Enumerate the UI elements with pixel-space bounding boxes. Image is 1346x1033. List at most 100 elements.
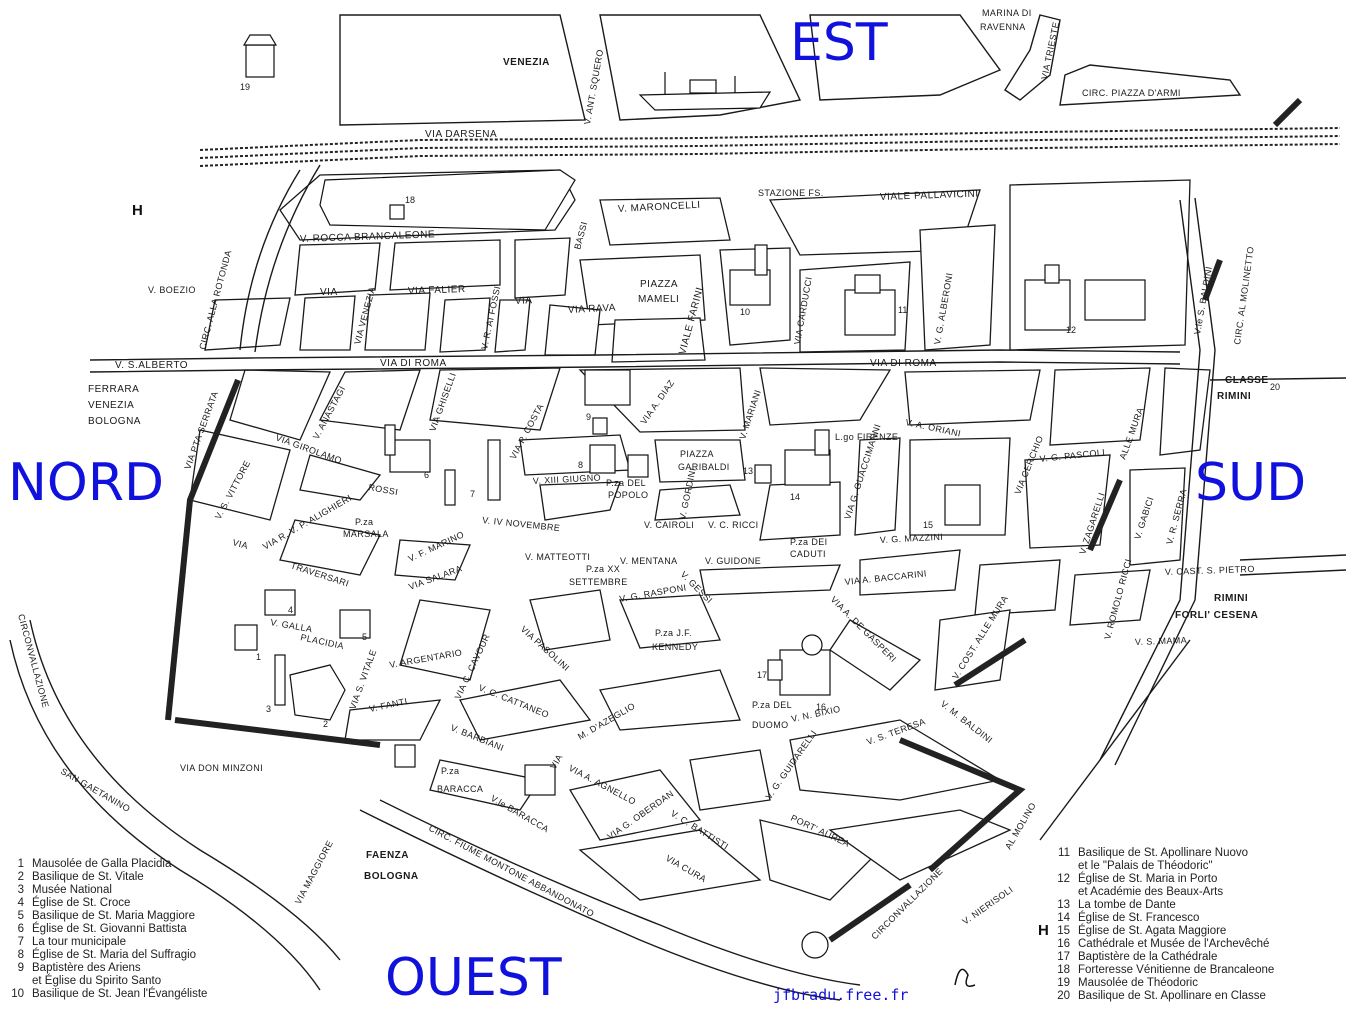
street-label: SAN GAETANINO bbox=[59, 766, 132, 814]
street-label: V. CAIROLI bbox=[644, 520, 694, 530]
street-label: STAZIONE FS. bbox=[758, 188, 824, 198]
monument-number: 20 bbox=[1270, 382, 1280, 392]
street-label: V.le S. BALDINI bbox=[1192, 265, 1214, 335]
direction-label: FAENZA bbox=[366, 850, 409, 861]
direction-label: BOLOGNA bbox=[88, 416, 141, 427]
street-label: V. MATTEOTTI bbox=[525, 552, 590, 562]
monument-8 bbox=[589, 444, 649, 478]
street-label: VIA DARSENA bbox=[425, 129, 497, 140]
site-credit: jfbradu.free.fr bbox=[773, 986, 909, 1004]
monument-2 bbox=[289, 664, 346, 721]
monument-12 bbox=[1024, 264, 1146, 331]
railway bbox=[199, 127, 1341, 167]
monument-number: 3 bbox=[266, 704, 271, 714]
street-label: POPOLO bbox=[608, 490, 648, 500]
street-label: V. ANT. SQUERO bbox=[582, 48, 605, 125]
street-label: VIA bbox=[231, 537, 249, 551]
street-label: V. MARONCELLI bbox=[618, 200, 701, 215]
monument-number: 12 bbox=[1066, 325, 1076, 335]
street-label: V. GALLA bbox=[270, 617, 313, 634]
direction-label: BOLOGNA bbox=[364, 871, 419, 882]
street-label: VIA TRIESTE bbox=[1039, 21, 1061, 81]
monument-19 bbox=[242, 34, 278, 78]
monument-number: 16 bbox=[816, 702, 826, 712]
monument-4 bbox=[264, 589, 296, 616]
street-label: VIA DI ROMA bbox=[870, 358, 937, 369]
street-label: ROSSI bbox=[368, 482, 399, 497]
street-label: V. S.ALBERTO bbox=[115, 360, 188, 371]
monument-number: 5 bbox=[362, 632, 367, 642]
monument-number: 6 bbox=[424, 470, 429, 480]
street-label: VIA DI ROMA bbox=[380, 358, 447, 369]
street-label: MARSALA bbox=[343, 529, 389, 539]
gate-south bbox=[801, 931, 829, 959]
street-label: PIAZZA bbox=[640, 279, 678, 290]
street-label: P.za DEI bbox=[790, 537, 828, 547]
gate-west bbox=[394, 744, 416, 768]
street-label: V. C. RICCI bbox=[708, 520, 759, 530]
ship bbox=[638, 72, 772, 111]
street-label: VIA RAVA bbox=[568, 302, 617, 316]
monument-number: 1 bbox=[256, 652, 261, 662]
monument-number: 4 bbox=[288, 605, 293, 615]
street-label: P.za bbox=[355, 517, 373, 527]
monument-number: 2 bbox=[323, 719, 328, 729]
monument-number: 18 bbox=[405, 195, 415, 205]
direction-label: FERRARA bbox=[88, 384, 139, 395]
monument-5 bbox=[339, 609, 371, 639]
street-label: P.za J.F. bbox=[655, 628, 692, 638]
street-blocks bbox=[189, 169, 1211, 901]
monument-number: 15 bbox=[923, 520, 933, 530]
city-walls bbox=[165, 97, 1303, 943]
monument-number: 8 bbox=[578, 460, 583, 470]
street-label: V. M. BALDINI bbox=[939, 699, 995, 746]
monument-number: 11 bbox=[898, 305, 907, 315]
compass-south: SUD bbox=[1195, 453, 1306, 513]
street-label: BARACCA bbox=[437, 784, 483, 794]
main-roads bbox=[9, 164, 1346, 1001]
direction-label: RAVENNA bbox=[980, 22, 1026, 32]
street-label: CIRC. AL MOLINETTO bbox=[1232, 246, 1256, 346]
street-label: CADUTI bbox=[790, 549, 826, 559]
direction-label: VENEZIA bbox=[503, 57, 550, 68]
street-label: VIA bbox=[548, 752, 565, 771]
street-label: VIA FALIER bbox=[408, 284, 466, 297]
street-label: VIA MAGGIORE bbox=[293, 839, 335, 906]
street-label: L.go FIRENZE bbox=[835, 432, 898, 442]
street-label: DUOMO bbox=[752, 720, 789, 730]
signature-mark bbox=[954, 968, 976, 987]
street-label: GARIBALDI bbox=[678, 462, 730, 472]
street-label: MAMELI bbox=[638, 294, 679, 305]
street-label: PLACIDIA bbox=[300, 632, 345, 651]
street-label: CIRC. FIUME MONTONE ABBANDONATO bbox=[427, 823, 596, 919]
monument-number: 13 bbox=[743, 466, 753, 476]
street-label: VIALE PALLAVICINI bbox=[880, 189, 979, 203]
hospital-mark: H bbox=[1038, 922, 1049, 939]
monument-16 bbox=[779, 634, 831, 696]
monument-1 bbox=[234, 624, 258, 651]
street-label: VIA bbox=[320, 287, 338, 298]
monument-10 bbox=[729, 244, 771, 306]
monument-9 bbox=[584, 369, 631, 435]
direction-label: RIMINI bbox=[1214, 593, 1248, 604]
monument-13 bbox=[754, 464, 772, 484]
direction-label: FORLI' CESENA bbox=[1175, 610, 1258, 621]
street-label: KENNEDY bbox=[652, 642, 698, 652]
monuments bbox=[234, 34, 1146, 959]
street-label: V. G. MAZZINI bbox=[880, 532, 944, 545]
